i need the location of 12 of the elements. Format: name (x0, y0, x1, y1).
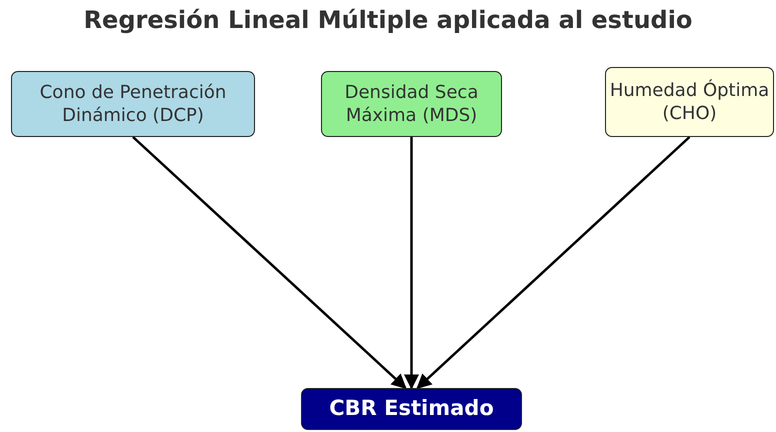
arrow (416, 136, 690, 390)
node-label: Cono de Penetración Dinámico (DCP) (38, 80, 228, 128)
process-box (301, 388, 522, 430)
arrow (404, 137, 419, 390)
node-label: Humedad Óptima (CHO) (608, 78, 770, 126)
process-box (321, 71, 502, 137)
arrow (132, 136, 407, 390)
node-label: CBR Estimado (329, 395, 494, 422)
process-box (11, 71, 255, 137)
process-box (605, 67, 774, 137)
node-label: Densidad Seca Máxima (MDS) (344, 80, 480, 128)
diagram-title: Regresión Lineal Múltiple aplicada al estudio (82, 6, 694, 34)
